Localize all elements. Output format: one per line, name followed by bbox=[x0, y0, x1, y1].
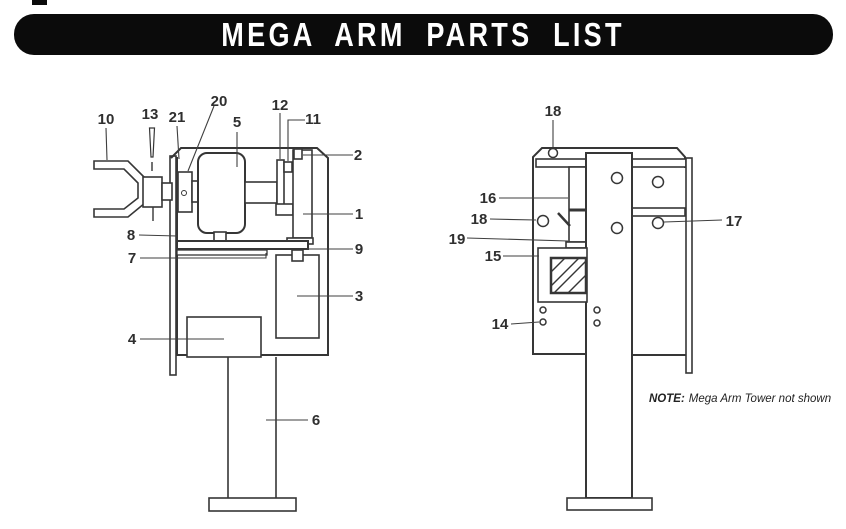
callout-4: 4 bbox=[128, 331, 137, 348]
motor-part-5 bbox=[197, 152, 246, 234]
callout-20: 20 bbox=[211, 93, 228, 110]
left-view-diagram: 10 13 21 20 5 12 11 2 1 8 9 7 3 4 6 bbox=[93, 93, 364, 512]
spring-pin-hook bbox=[557, 212, 571, 227]
callout-18-top: 18 bbox=[545, 103, 562, 120]
bracket-part-12 bbox=[276, 159, 285, 208]
leader-lines-left bbox=[105, 105, 353, 421]
page-title: MEGA ARM PARTS LIST bbox=[221, 16, 626, 53]
motor-shaft-right bbox=[244, 181, 278, 204]
bracket-foot-19 bbox=[565, 241, 587, 249]
clevis-fork-part-10 bbox=[93, 160, 146, 218]
screw-part-2 bbox=[293, 148, 303, 160]
battery-box-part-4 bbox=[186, 316, 262, 358]
hole-small-1 bbox=[539, 306, 547, 314]
callout-1: 1 bbox=[355, 206, 363, 223]
switch-window bbox=[549, 256, 588, 295]
side-plate-part-1 bbox=[292, 149, 313, 239]
cross-bar-part-7 bbox=[176, 249, 268, 256]
callout-2: 2 bbox=[354, 147, 362, 164]
callout-13: 13 bbox=[142, 106, 159, 123]
callout-19: 19 bbox=[449, 231, 466, 248]
hole-column-upper bbox=[610, 171, 624, 185]
pedestal-base-right bbox=[566, 497, 653, 511]
screw-part-18-mid bbox=[536, 214, 550, 228]
coupler-hole bbox=[181, 190, 187, 196]
callout-3: 3 bbox=[355, 288, 363, 305]
fastener-holes bbox=[536, 147, 665, 327]
motor-mount-tab bbox=[213, 231, 227, 242]
right-housing-outline bbox=[532, 147, 686, 355]
note-prefix: NOTE: bbox=[649, 393, 685, 405]
scan-artifact bbox=[32, 0, 47, 5]
hole-part-17 bbox=[651, 216, 665, 230]
screw-part-18-top bbox=[547, 147, 559, 159]
hole-small-2-part-14 bbox=[539, 318, 547, 326]
callout-11: 11 bbox=[305, 111, 321, 128]
callout-15: 15 bbox=[485, 248, 502, 265]
fork-hub-block bbox=[142, 176, 163, 208]
note-body: Mega Arm Tower not shown bbox=[688, 393, 832, 405]
right-thin-plate bbox=[685, 157, 693, 374]
spacer-part-11 bbox=[283, 161, 293, 173]
callout-16: 16 bbox=[480, 190, 497, 207]
left-housing-outline bbox=[170, 147, 329, 356]
callout-12: 12 bbox=[272, 97, 289, 114]
side-bar-part-17 bbox=[631, 207, 686, 217]
hole-small-4 bbox=[593, 319, 601, 327]
output-shaft-left bbox=[161, 182, 173, 201]
tower-note: NOTE:Mega Arm Tower not shown bbox=[649, 393, 839, 405]
hole-right-upper bbox=[651, 175, 665, 189]
pedestal-base-left bbox=[208, 497, 297, 512]
callout-6: 6 bbox=[312, 412, 320, 429]
title-banner: MEGA ARM PARTS LIST bbox=[14, 14, 833, 55]
right-view-diagram: 18 16 18 19 15 14 17 bbox=[449, 103, 743, 511]
switch-window-hatching bbox=[550, 257, 587, 294]
tower-column bbox=[585, 152, 633, 499]
leader-lines-right bbox=[466, 120, 723, 325]
callout-7: 7 bbox=[128, 250, 136, 267]
callout-5: 5 bbox=[233, 114, 241, 131]
coupler-part-20 bbox=[177, 171, 193, 213]
hole-column-mid bbox=[610, 221, 624, 235]
callout-8: 8 bbox=[127, 227, 135, 244]
callout-21: 21 bbox=[169, 109, 186, 126]
callout-labels-right: 18 16 18 19 15 14 17 bbox=[449, 103, 743, 333]
callout-14: 14 bbox=[492, 316, 509, 333]
hole-small-3 bbox=[593, 306, 601, 314]
cross-bar-upper bbox=[176, 240, 309, 250]
callout-labels-left: 10 13 21 20 5 12 11 2 1 8 9 7 3 4 6 bbox=[98, 93, 364, 429]
callout-18-mid: 18 bbox=[471, 211, 488, 228]
bracket-part-16 bbox=[568, 166, 587, 243]
clamp-part-9 bbox=[291, 249, 304, 262]
callout-9: 9 bbox=[355, 241, 363, 258]
callout-10: 10 bbox=[98, 111, 115, 128]
pin-part-13 bbox=[148, 127, 156, 158]
bracket-foot-12 bbox=[275, 203, 294, 216]
callout-17: 17 bbox=[726, 213, 743, 230]
